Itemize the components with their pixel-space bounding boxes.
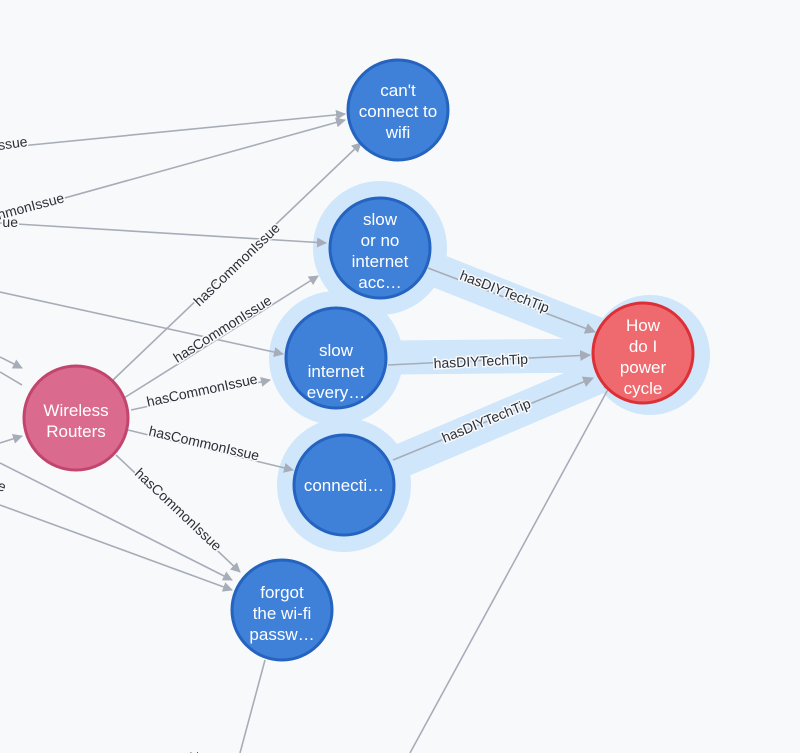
edge-offscreen-wifi-2 xyxy=(0,117,346,217)
node-circle xyxy=(284,306,388,410)
node-connection[interactable]: connecti… xyxy=(292,433,396,537)
edge-routers-wifi xyxy=(112,142,362,381)
edge-access-power xyxy=(427,267,597,334)
edge-routers-everywhere xyxy=(130,377,271,411)
node-wireless-routers[interactable]: Wireless Routers xyxy=(22,364,130,472)
edge-label-partial-4: e xyxy=(0,477,9,495)
node-label-line: Routers xyxy=(46,422,106,441)
edge-offscreen-forgot-1 xyxy=(0,462,233,581)
node-circle xyxy=(292,433,396,537)
node-label-line: acc… xyxy=(358,273,401,292)
node-slow-internet-everywhere[interactable]: slow internet every… xyxy=(284,306,388,410)
node-label-line: connect to xyxy=(359,102,437,121)
edge-routers-connection xyxy=(127,429,294,473)
edge-routers-forgot xyxy=(115,454,241,573)
edge-offscreen-access xyxy=(0,222,327,248)
edge-offscreen-power-cycle xyxy=(409,381,613,753)
node-label-line: internet xyxy=(352,252,409,271)
node-label-line: Wireless xyxy=(43,401,108,420)
edge-connection-power xyxy=(392,376,595,461)
node-circle xyxy=(328,196,432,300)
node-label-line: How xyxy=(626,316,661,335)
edge-label-partial-3: ue xyxy=(2,214,18,230)
edge-offscreen-routers-3 xyxy=(0,433,23,444)
node-label-line: the wi-fi xyxy=(253,604,312,623)
node-cant-connect-wifi[interactable]: can't connect to wifi xyxy=(346,58,450,162)
node-label-line: internet xyxy=(308,362,365,381)
node-label-line: slow xyxy=(363,210,398,229)
node-circle xyxy=(346,58,450,162)
node-circle xyxy=(591,301,695,405)
edge-everywhere-power xyxy=(387,349,592,366)
node-circle xyxy=(230,558,334,662)
node-label-line: do I xyxy=(629,337,657,356)
node-forgot-wifi-password[interactable]: forgot the wi-fi passw… xyxy=(230,558,334,662)
node-circle xyxy=(22,364,130,472)
edge-label-routers-everywhere: hasCommonIssue xyxy=(145,371,259,410)
node-label-line: cycle xyxy=(624,379,663,398)
edge-offscreen-routers-1 xyxy=(0,356,23,369)
edge-label-routers-forgot: hasCommonIssue xyxy=(132,465,225,554)
edge-offscreen-everywhere xyxy=(0,291,284,357)
node-label-line: can't xyxy=(380,81,416,100)
edge-forgot-down xyxy=(239,659,266,753)
node-how-power-cycle[interactable]: How do I power cycle xyxy=(591,301,695,405)
node-slow-internet-access[interactable]: slow or no internet acc… xyxy=(328,196,432,300)
edge-offscreen-wifi-1 xyxy=(0,109,346,149)
edge-routers-access xyxy=(123,275,319,399)
node-label-line: wifi xyxy=(385,123,411,142)
node-label-line: forgot xyxy=(260,583,304,602)
edge-label-partial-1: ssue xyxy=(0,133,29,153)
node-label-line: slow xyxy=(319,341,354,360)
edge-label-routers-connection: hasCommonIssue xyxy=(147,423,261,464)
edge-offscreen-routers-2 xyxy=(0,371,23,386)
edge-offscreen-forgot-2 xyxy=(0,504,233,592)
edge-label-routers-access: hasCommonIssue xyxy=(170,292,274,366)
edge-layer xyxy=(0,109,613,753)
edge-label-everywhere-power: hasDIYTechTip xyxy=(433,351,528,372)
node-label-line: passw… xyxy=(249,625,314,644)
node-label-line: connecti… xyxy=(304,476,384,495)
edge-label-routers-wifi: hasCommonIssue xyxy=(190,219,283,309)
node-label-line: or no xyxy=(361,231,400,250)
node-label-line: power xyxy=(620,358,667,377)
node-label-line: every… xyxy=(307,383,366,402)
